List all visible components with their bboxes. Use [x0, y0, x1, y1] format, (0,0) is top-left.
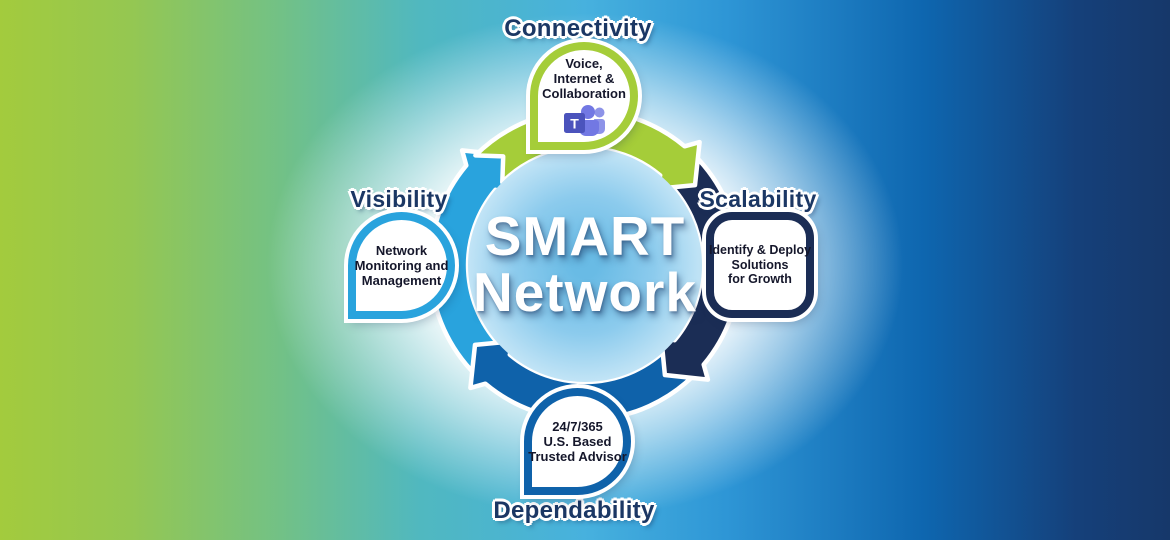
node-visibility-line2: Monitoring and	[354, 257, 449, 273]
label-dependability: Dependability	[493, 497, 655, 524]
node-scalability-line1: Identify & Deploy	[708, 242, 812, 257]
node-connectivity: Voice, Internet & Collaboration T	[530, 42, 638, 150]
node-dependability-line2: U.S. Based	[543, 433, 612, 449]
svg-text:T: T	[570, 116, 579, 132]
diagram-title-line2: Network	[473, 261, 697, 324]
microsoft-teams-icon: T	[564, 105, 605, 137]
node-visibility: Network Monitoring and Management	[348, 212, 455, 319]
diagram-title: SMART Network	[473, 208, 697, 320]
diagram-title-line1: SMART	[484, 205, 686, 267]
ring-inner-disc	[468, 148, 702, 382]
node-dependability-line1: 24/7/365	[552, 418, 603, 434]
node-visibility-line3: Management	[361, 273, 442, 289]
node-scalability-line3: for Growth	[728, 272, 792, 287]
node-visibility-line1: Network	[375, 242, 428, 258]
node-scalability-line2: Solutions	[731, 257, 789, 272]
node-dependability: 24/7/365 U.S. Based Trusted Advisor	[524, 388, 631, 495]
label-connectivity: Connectivity	[504, 15, 652, 42]
node-scalability: Identify & Deploy Solutions for Growth	[706, 212, 814, 318]
node-connectivity-line3: Collaboration	[542, 86, 626, 102]
node-connectivity-line1: Voice,	[565, 55, 603, 71]
node-connectivity-line2: Internet &	[553, 70, 615, 86]
label-scalability: Scalability	[699, 186, 817, 212]
label-visibility: Visibility	[350, 186, 448, 212]
node-dependability-line3: Trusted Advisor	[528, 449, 627, 465]
